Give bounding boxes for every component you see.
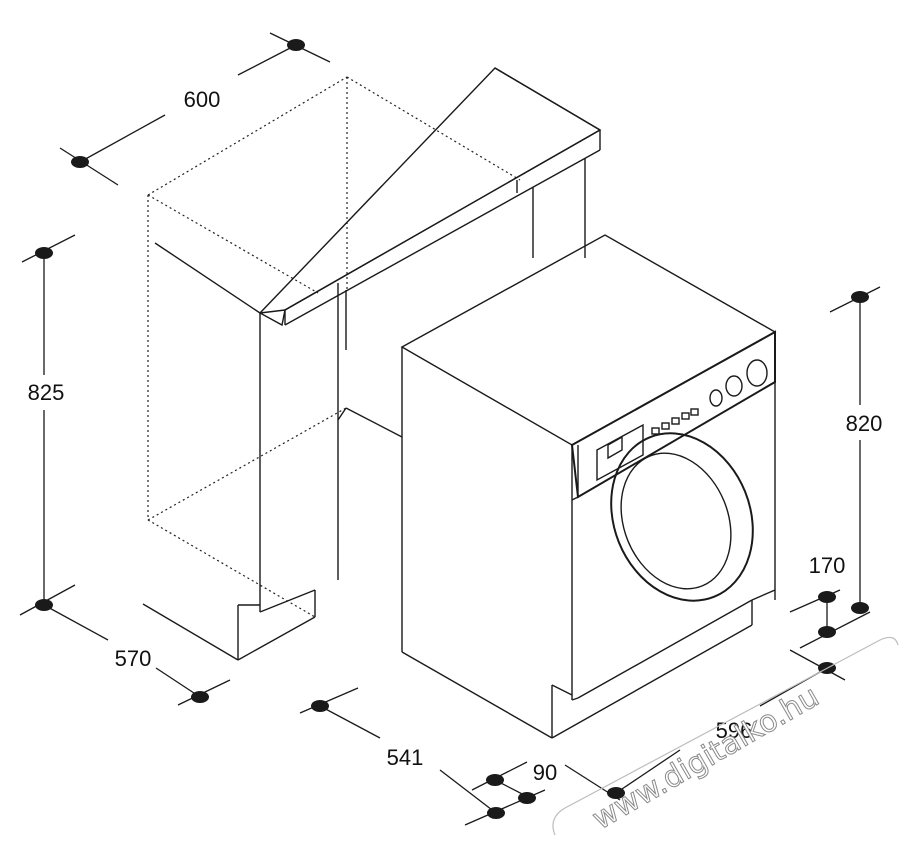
dimension-lines	[19, 32, 881, 826]
dimension-label-plinth-height: 170	[809, 553, 846, 578]
washing-machine	[400, 234, 777, 739]
control-knobs	[709, 359, 768, 407]
cabinet	[142, 67, 602, 661]
program-buttons	[651, 408, 699, 435]
dimension-label-width-machine: 596	[716, 718, 753, 743]
dimension-label-depth-door: 90	[533, 760, 557, 785]
dimension-label-width-top: 600	[184, 87, 221, 112]
door	[610, 432, 754, 602]
watermark: www.digitalko.hu	[552, 636, 899, 837]
watermark-text: www.digitalko.hu	[587, 679, 826, 837]
dimension-label-depth-machine: 541	[387, 745, 424, 770]
dimension-label-height-right: 820	[846, 411, 883, 436]
dimension-label-depth-left: 570	[115, 646, 152, 671]
dimension-label-height-left: 825	[28, 380, 65, 405]
